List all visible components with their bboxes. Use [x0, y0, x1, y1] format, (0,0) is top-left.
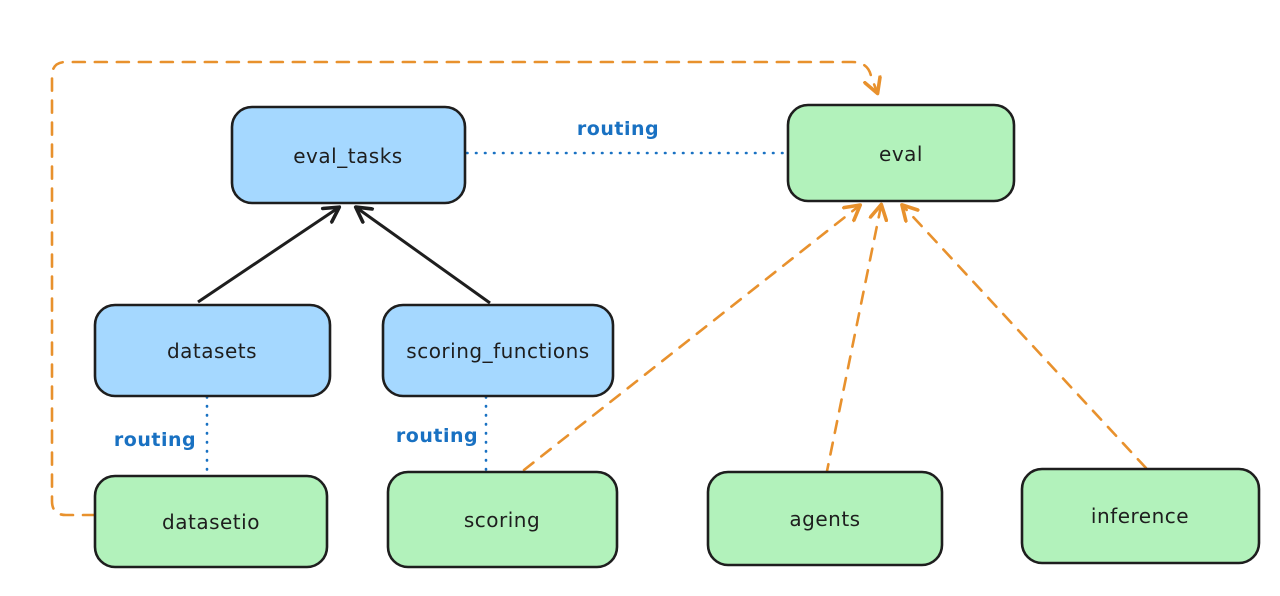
edge-datasets-to-eval-tasks: [197, 208, 338, 304]
node-agents-label: agents: [789, 507, 860, 531]
edge-scoring-functions-to-eval-tasks: [357, 208, 491, 305]
node-datasets-label: datasets: [167, 339, 257, 363]
node-datasets: datasets: [93, 303, 332, 398]
edge-inference-to-eval: [903, 206, 1148, 470]
edge-agents-to-eval: [824, 206, 881, 478]
node-datasetio-box: [93, 474, 329, 569]
node-eval-label: eval: [879, 142, 923, 166]
edge-datasetio-to-eval: [50, 60, 877, 517]
node-scoring: scoring: [386, 470, 619, 569]
routing-label-eval-tasks-eval: routing: [577, 118, 659, 140]
node-scoring-functions-label: scoring_functions: [406, 339, 589, 363]
node-datasetio-label: datasetio: [162, 510, 260, 534]
node-eval-box: [786, 103, 1016, 203]
node-inference-label: inference: [1091, 504, 1189, 528]
node-inference: inference: [1020, 467, 1261, 565]
node-scoring-functions-box: [381, 303, 615, 398]
node-datasets-box: [93, 303, 332, 398]
node-eval-tasks-label: eval_tasks: [293, 144, 402, 168]
edge-scoring-to-eval: [522, 206, 859, 472]
routing-label-scoring-functions-scoring: routing: [396, 425, 478, 447]
node-eval: eval: [786, 103, 1016, 203]
node-scoring-box: [386, 470, 619, 569]
node-inference-box: [1020, 467, 1261, 565]
node-scoring-label: scoring: [464, 508, 540, 532]
node-scoring-functions: scoring_functions: [381, 303, 615, 398]
node-agents-box: [706, 470, 944, 567]
routing-label-datasets-datasetio: routing: [114, 429, 196, 451]
node-datasetio: datasetio: [93, 474, 329, 569]
node-agents: agents: [706, 470, 944, 567]
node-eval-tasks: eval_tasks: [230, 105, 467, 205]
node-eval-tasks-box: [230, 105, 467, 205]
